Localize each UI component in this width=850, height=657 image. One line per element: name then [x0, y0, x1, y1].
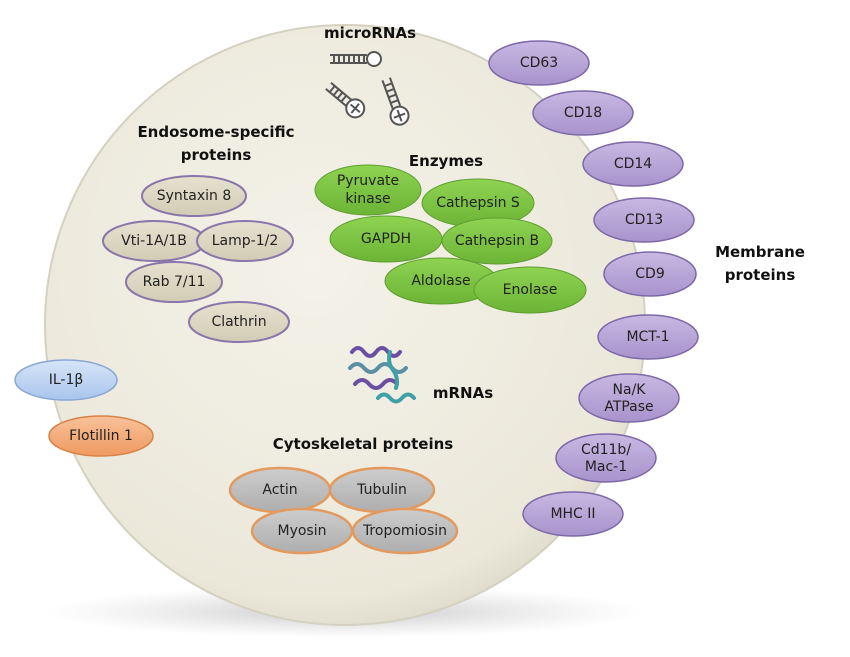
protein-actin: Actin — [228, 466, 332, 514]
protein-rab-7-11: Rab 7/11 — [125, 261, 223, 303]
microrna-heading: microRNAs — [324, 24, 416, 42]
membrane-cd11b-mac-1: Cd11b/ Mac-1 — [555, 433, 657, 483]
enzyme-enolase: Enolase — [473, 266, 587, 314]
svg-text:MCT-1: MCT-1 — [626, 329, 669, 345]
mrna-label: mRNAs — [433, 384, 493, 402]
svg-text:IL-1β: IL-1β — [49, 372, 84, 388]
svg-text:Enolase: Enolase — [503, 282, 558, 298]
membrane-cd63: CD63 — [488, 40, 590, 86]
svg-text:Myosin: Myosin — [278, 523, 327, 539]
enzymes-heading: Enzymes — [409, 152, 483, 170]
svg-text:Cd11b/: Cd11b/ — [581, 442, 631, 458]
svg-text:MHC II: MHC II — [550, 506, 595, 522]
svg-text:Tropomiosin: Tropomiosin — [362, 523, 447, 539]
enzyme-pyruvate-kinase: Pyruvate kinase — [314, 164, 422, 216]
mrna-strands-icon — [348, 346, 416, 404]
protein-clathrin: Clathrin — [188, 301, 290, 343]
protein-il-1b: IL-1β — [14, 359, 118, 401]
svg-text:CD63: CD63 — [520, 55, 558, 71]
svg-text:Na/K: Na/K — [613, 382, 647, 398]
membrane-heading: Membrane — [715, 243, 805, 261]
protein-tropomiosin: Tropomiosin — [351, 507, 459, 555]
svg-text:ATPase: ATPase — [604, 399, 653, 415]
svg-text:kinase: kinase — [345, 191, 390, 207]
svg-text:Clathrin: Clathrin — [211, 314, 266, 330]
membrane-heading-line2: proteins — [725, 266, 796, 284]
svg-text:Cathepsin B: Cathepsin B — [455, 233, 539, 249]
enzyme-cathepsin-s: Cathepsin S — [421, 178, 535, 228]
protein-syntaxin-8: Syntaxin 8 — [141, 175, 247, 217]
membrane-mhc-ii: MHC II — [522, 491, 624, 537]
svg-text:Flotillin 1: Flotillin 1 — [69, 428, 133, 444]
membrane-mct-1: MCT-1 — [597, 314, 699, 360]
protein-vti-1a-1b: Vti-1A/1B — [102, 220, 206, 262]
svg-text:Aldolase: Aldolase — [411, 273, 470, 289]
membrane-cd9: CD9 — [603, 251, 697, 297]
svg-text:Pyruvate: Pyruvate — [337, 173, 399, 189]
membrane-cd13: CD13 — [593, 197, 695, 243]
endosome-heading: Endosome-specific — [137, 123, 294, 141]
enzymes-group: Pyruvate kinase Cathepsin S GAPDH Cathep… — [314, 164, 587, 314]
svg-text:Lamp-1/2: Lamp-1/2 — [212, 233, 279, 249]
enzyme-gapdh: GAPDH — [329, 215, 443, 263]
membrane-proteins-group: CD63 CD18 CD14 CD13 CD9 MCT-1 Na/K ATPas… — [488, 40, 699, 537]
svg-text:Tubulin: Tubulin — [356, 482, 407, 498]
cytoskeletal-group: Actin Tubulin Myosin Tropomiosin — [228, 466, 459, 555]
svg-text:GAPDH: GAPDH — [361, 231, 411, 247]
protein-myosin: Myosin — [250, 507, 354, 555]
endosome-proteins-group: Syntaxin 8 Vti-1A/1B Lamp-1/2 Rab 7/11 C… — [102, 175, 294, 343]
microrna-hairpin-icon — [325, 51, 410, 126]
cytoskeletal-heading: Cytoskeletal proteins — [273, 435, 454, 453]
svg-text:CD13: CD13 — [625, 212, 663, 228]
protein-flotillin-1: Flotillin 1 — [48, 415, 154, 457]
enzyme-aldolase: Aldolase — [384, 257, 498, 305]
svg-text:CD18: CD18 — [564, 105, 602, 121]
protein-tubulin: Tubulin — [328, 466, 436, 514]
enzyme-cathepsin-b: Cathepsin B — [441, 217, 553, 265]
svg-text:Syntaxin 8: Syntaxin 8 — [157, 188, 232, 204]
svg-text:Mac-1: Mac-1 — [585, 459, 627, 475]
svg-text:CD14: CD14 — [614, 156, 652, 172]
endosome-heading-line2: proteins — [181, 146, 252, 164]
svg-text:Actin: Actin — [262, 482, 297, 498]
protein-lamp-1-2: Lamp-1/2 — [196, 220, 294, 262]
membrane-na-k-atpase: Na/K ATPase — [578, 373, 680, 423]
svg-text:Cathepsin S: Cathepsin S — [436, 195, 520, 211]
membrane-cd14: CD14 — [582, 141, 684, 187]
svg-text:CD9: CD9 — [635, 266, 664, 282]
svg-text:Rab 7/11: Rab 7/11 — [143, 274, 206, 290]
svg-text:Vti-1A/1B: Vti-1A/1B — [121, 233, 187, 249]
membrane-cd18: CD18 — [532, 90, 634, 136]
